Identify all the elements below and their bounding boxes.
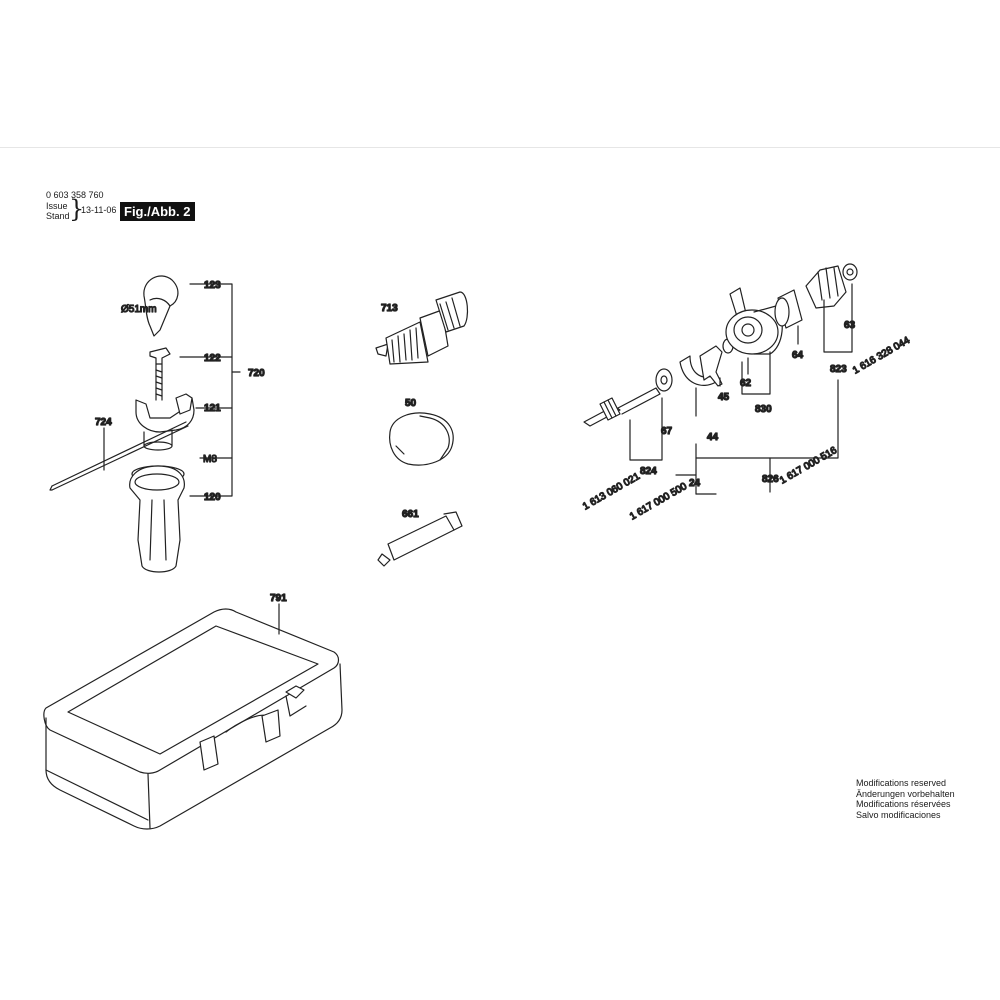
label-121: 121 <box>204 403 221 414</box>
grease-tube-661 <box>377 511 463 567</box>
label-720: 720 <box>248 368 265 379</box>
code-1616328044: 1 616 328 044 <box>851 335 912 377</box>
bracket-826 <box>675 379 839 495</box>
keyless-chuck-713 <box>375 291 469 365</box>
label-123: 123 <box>204 280 221 291</box>
note-line: Änderungen vorbehalten <box>856 788 955 799</box>
handle-cap-part <box>143 275 179 337</box>
label-826: 826 <box>762 474 779 485</box>
spindle-shaft-part <box>583 387 661 427</box>
label-120: 120 <box>204 492 221 503</box>
label-830: 830 <box>755 404 772 415</box>
label-824: 824 <box>640 466 657 477</box>
label-823: 823 <box>830 364 847 375</box>
carrying-case-791 <box>43 608 343 830</box>
figure-badge: Fig./Abb. 2 <box>120 202 196 221</box>
label-62: 62 <box>740 378 752 389</box>
handle-screw-part <box>155 363 163 401</box>
label-24: 24 <box>689 478 701 489</box>
brace-glyph: } <box>69 195 85 223</box>
label-44: 44 <box>707 432 719 443</box>
bracket-830 <box>741 351 771 395</box>
handle-clamp-part <box>149 347 171 365</box>
code-1613060021: 1 613 060 021 <box>581 471 642 513</box>
chuck-sleeve-50 <box>389 412 454 466</box>
note-line: Modifications reserved <box>856 778 947 788</box>
label-122: 122 <box>204 353 221 364</box>
label-45: 45 <box>718 392 730 403</box>
handle-grip-part <box>129 465 185 573</box>
label-m8: M8 <box>203 454 217 465</box>
bracket-823 <box>823 283 853 353</box>
modifications-note: Modifications reserved Änderungen vorbeh… <box>856 778 955 820</box>
code-1617000500: 1 617 000 500 <box>628 481 689 523</box>
bracket-720 <box>179 283 241 497</box>
label-791: 791 <box>270 593 287 604</box>
clutch-assembly-830 <box>725 287 783 355</box>
label-67: 67 <box>661 426 673 437</box>
stand-label: Stand <box>46 211 70 221</box>
issue-date: 13-11-06 <box>81 205 117 215</box>
depth-stop-rod <box>49 421 189 491</box>
label-661: 661 <box>402 509 419 520</box>
label-dia51: Ø51mm <box>121 304 157 315</box>
label-63: 63 <box>844 320 856 331</box>
note-line: Salvo modificaciones <box>856 809 941 820</box>
fork-45 <box>699 345 723 387</box>
top-divider <box>0 147 1000 148</box>
note-line: Modifications réservées <box>856 799 951 809</box>
code-1617000516: 1 617 000 516 <box>778 445 839 487</box>
bushing-63 <box>842 263 858 281</box>
gear-823 <box>805 265 847 309</box>
label-724: 724 <box>95 417 112 428</box>
label-50: 50 <box>405 398 417 409</box>
label-713: 713 <box>381 303 398 314</box>
bracket-824 <box>629 397 663 461</box>
label-64: 64 <box>792 350 804 361</box>
issue-label: Issue <box>46 201 68 211</box>
part-number: 0 603 358 760 <box>46 190 104 200</box>
sleeve-64 <box>774 289 803 329</box>
bearing-67 <box>655 368 673 392</box>
